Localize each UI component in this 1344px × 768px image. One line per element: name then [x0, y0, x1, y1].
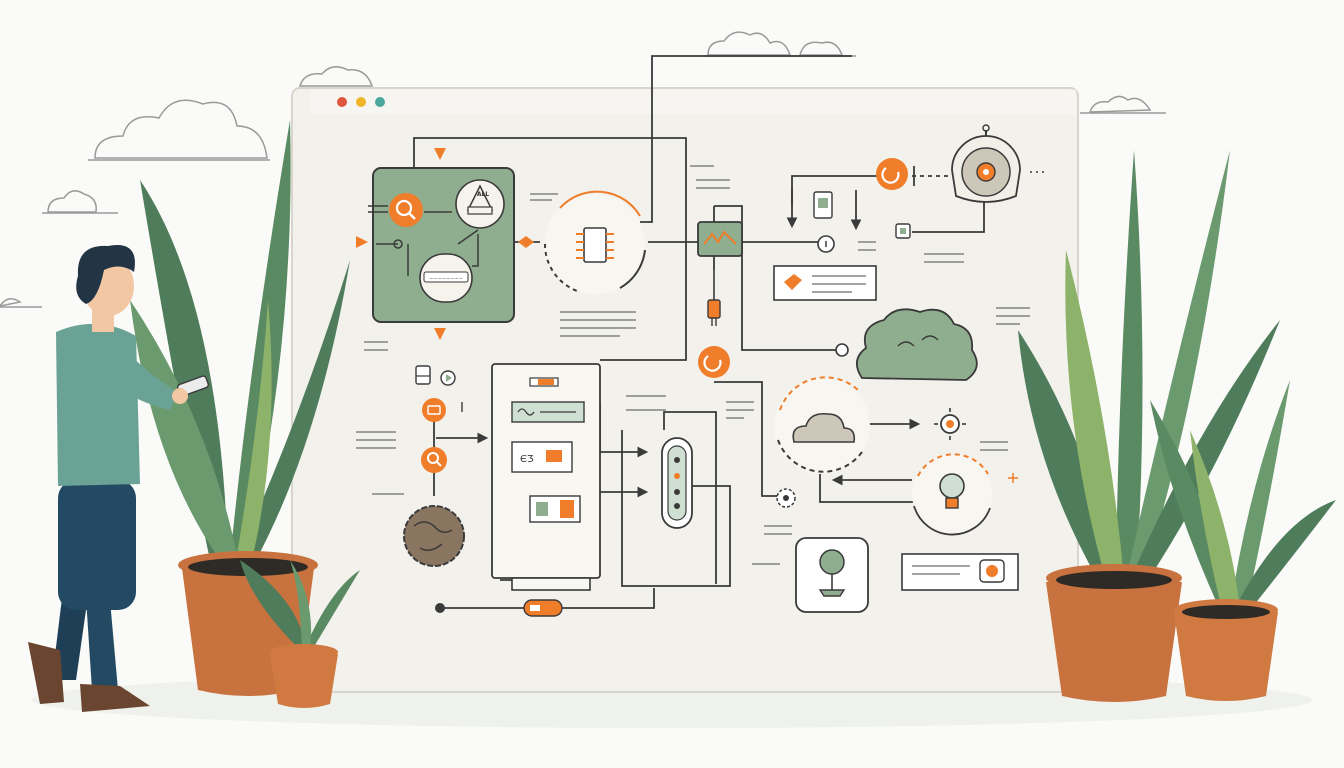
chat-icon[interactable]	[422, 398, 463, 422]
user-search-icon[interactable]	[421, 447, 447, 473]
oval-label-text: ∽∽∽∽∽∽∽∽	[429, 276, 463, 282]
cloud-decoration	[42, 190, 118, 214]
search-icon[interactable]	[389, 193, 423, 227]
cloud-decoration	[700, 31, 856, 57]
pot-large-right	[1046, 564, 1182, 702]
toggle-switch[interactable]	[523, 599, 563, 617]
arrow-icon	[434, 148, 446, 160]
window-dot-red[interactable]	[337, 97, 347, 107]
lightbulb-icon[interactable]	[912, 453, 992, 536]
person-figure	[28, 245, 210, 712]
toggle-icon[interactable]	[876, 158, 948, 190]
small-device-icon[interactable]	[813, 191, 833, 219]
refresh-icon[interactable]	[698, 346, 730, 378]
plug-icon[interactable]	[707, 270, 721, 326]
shrub-icon	[856, 308, 978, 381]
node-dot	[835, 343, 849, 357]
form-field[interactable]: ЄƷ	[511, 441, 573, 473]
plant-small-left	[240, 560, 360, 650]
play-icon[interactable]	[440, 370, 456, 386]
pot-small-left	[270, 644, 338, 708]
form-footer-tab	[511, 577, 591, 591]
sun-icon[interactable]	[934, 408, 966, 440]
arrow-icon	[434, 328, 446, 340]
sparkle-icon	[1008, 473, 1018, 483]
cloud-decoration	[0, 66, 1166, 308]
database-icon[interactable]	[415, 365, 431, 385]
info-card[interactable]	[773, 265, 877, 301]
plant-large-left	[130, 120, 350, 560]
badge-icon[interactable]	[455, 179, 505, 229]
sprout-icon[interactable]	[795, 537, 869, 613]
pot-small-right	[1174, 599, 1278, 701]
window-dot-yellow[interactable]	[356, 97, 366, 107]
node-dot	[435, 603, 445, 613]
form-header-badge-fill	[538, 379, 554, 385]
window-dot-teal[interactable]	[375, 97, 385, 107]
monitor-icon[interactable]	[697, 206, 743, 270]
pot-icon[interactable]	[951, 124, 1044, 203]
toggle-knob	[530, 605, 540, 611]
chip-label: ЄƷ	[520, 454, 534, 465]
globe-icon[interactable]	[403, 505, 465, 567]
gear-small-icon[interactable]	[776, 488, 796, 508]
arrow-icon	[356, 236, 368, 248]
plant-small-right	[1150, 380, 1336, 610]
status-card[interactable]	[901, 553, 1019, 591]
window-titlebar	[310, 90, 1076, 114]
cloud-decoration	[88, 99, 270, 161]
info-node-icon[interactable]	[817, 235, 835, 253]
chip-icon[interactable]	[543, 190, 646, 294]
form-field[interactable]	[511, 401, 585, 423]
sparkle-icon	[518, 236, 534, 248]
sensor-icon[interactable]	[661, 437, 693, 529]
form-field[interactable]	[529, 495, 581, 523]
node-dot	[393, 239, 403, 249]
badge-label: ALL	[476, 191, 490, 198]
oval-label-icon[interactable]	[419, 253, 473, 303]
gauge-icon[interactable]	[895, 223, 911, 239]
cloud-icon[interactable]	[774, 376, 870, 474]
plant-large-right	[1018, 150, 1280, 580]
